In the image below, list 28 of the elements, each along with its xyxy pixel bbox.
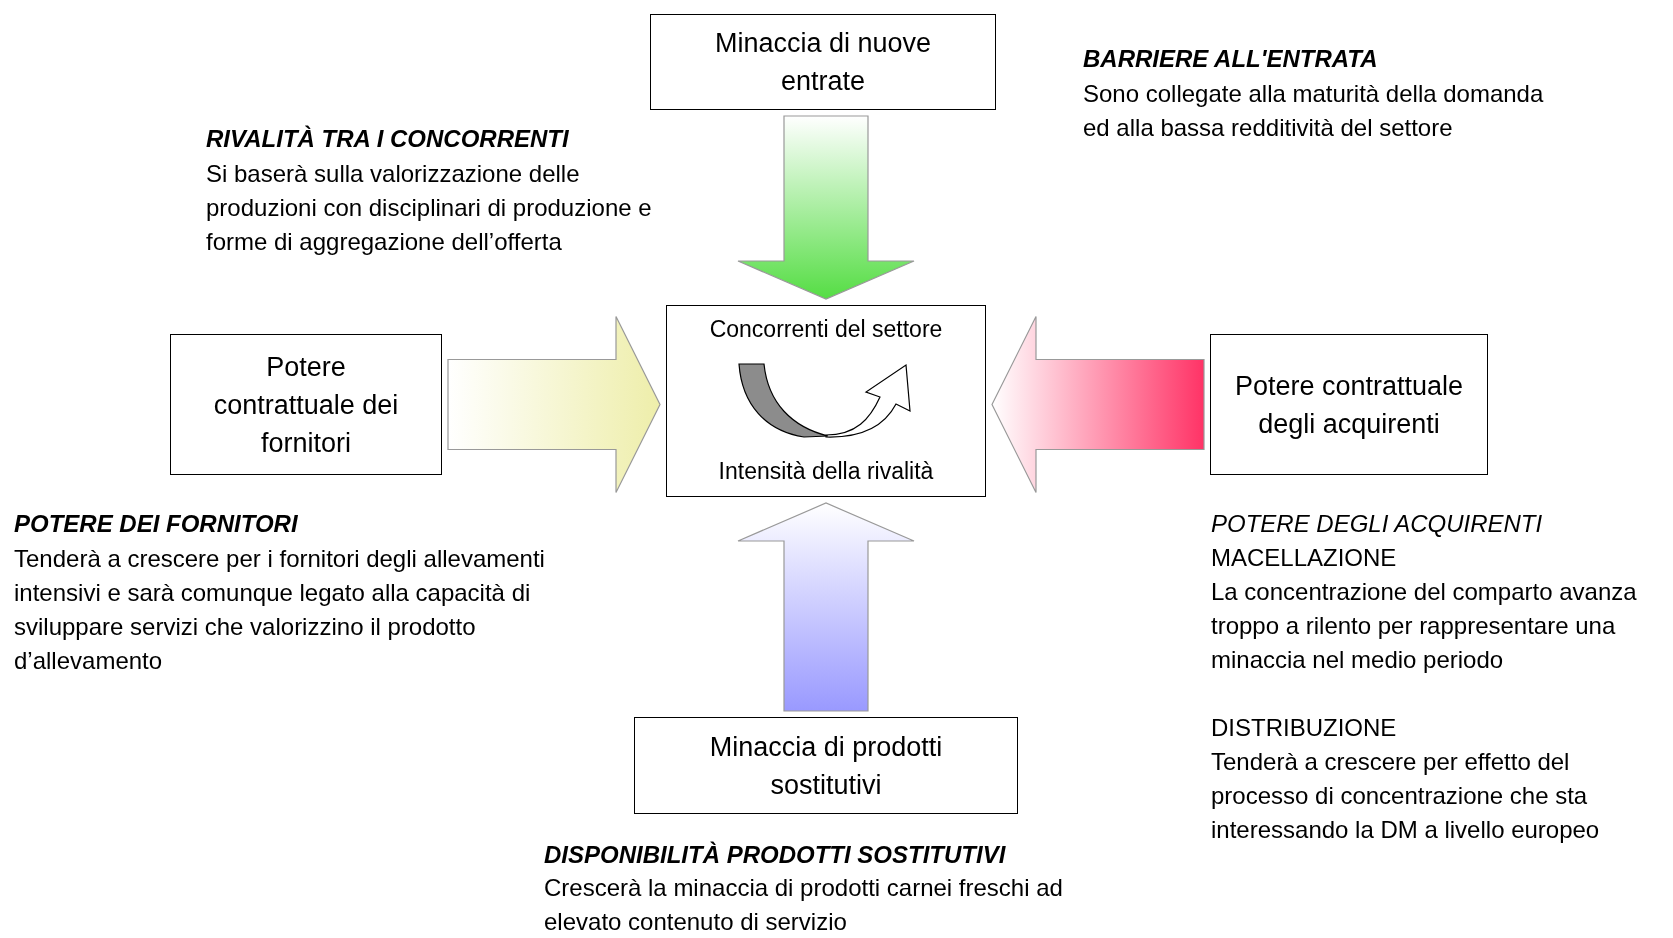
force-box	[1210, 334, 1488, 475]
box-label: Minaccia di nuove entrate	[713, 27, 933, 98]
box-label: Minaccia di prodotti sostitutivi	[708, 730, 944, 802]
section-heading: POTERE DEGLI ACQUIRENTI	[1211, 509, 1544, 539]
block-arrow	[737, 115, 915, 300]
description-text: DISTRIBUZIONE	[1211, 713, 1398, 743]
force-box	[170, 334, 442, 475]
box-label: Potere contrattuale dei fornitori	[212, 350, 400, 460]
description-text: Sono collegate alla maturità della domanda ed alla bassa redditività del settore	[1083, 79, 1545, 143]
section-heading: BARRIERE ALL'ENTRATA	[1083, 44, 1379, 74]
description-text: Tenderà a crescere per effetto del processo di concentrazione che sta interessando la DM a livello europeo	[1211, 747, 1601, 845]
block-arrow	[991, 315, 1205, 494]
box-label: Potere contrattuale degli acquirenti	[1233, 369, 1465, 441]
description-text: MACELLAZIONE	[1211, 543, 1398, 573]
description-text: Si baserà sulla valorizzazione delle produzioni con disciplinari di produzione e forme di aggregazione dell’offerta	[206, 159, 653, 257]
rivalry-box	[666, 305, 986, 497]
section-heading: POTERE DEI FORNITORI	[14, 509, 299, 539]
description-text: La concentrazione del comparto avanza troppo a rilento per rappresentare una minaccia nel medio periodo	[1211, 577, 1638, 675]
description-text: Crescerà la minaccia di prodotti carnei freschi ad elevato contenuto di servizio	[544, 873, 1064, 937]
section-heading: RIVALITÀ TRA I CONCORRENTI	[206, 124, 570, 154]
box-subtitle: Intensità della rivalità	[717, 457, 935, 486]
block-arrow	[737, 502, 915, 712]
section-heading: DISPONIBILITÀ PRODOTTI SOSTITUTIVI	[544, 840, 1007, 870]
force-box	[634, 717, 1018, 814]
box-title: Concorrenti del settore	[708, 315, 944, 344]
description-text: Tenderà a crescere per i fornitori degli allevamenti intensivi e sarà comunque legato alla capacità di sviluppare servizi che valorizzino il prodotto d’allevamento	[14, 544, 546, 676]
force-box	[650, 14, 996, 110]
block-arrow	[447, 315, 661, 494]
